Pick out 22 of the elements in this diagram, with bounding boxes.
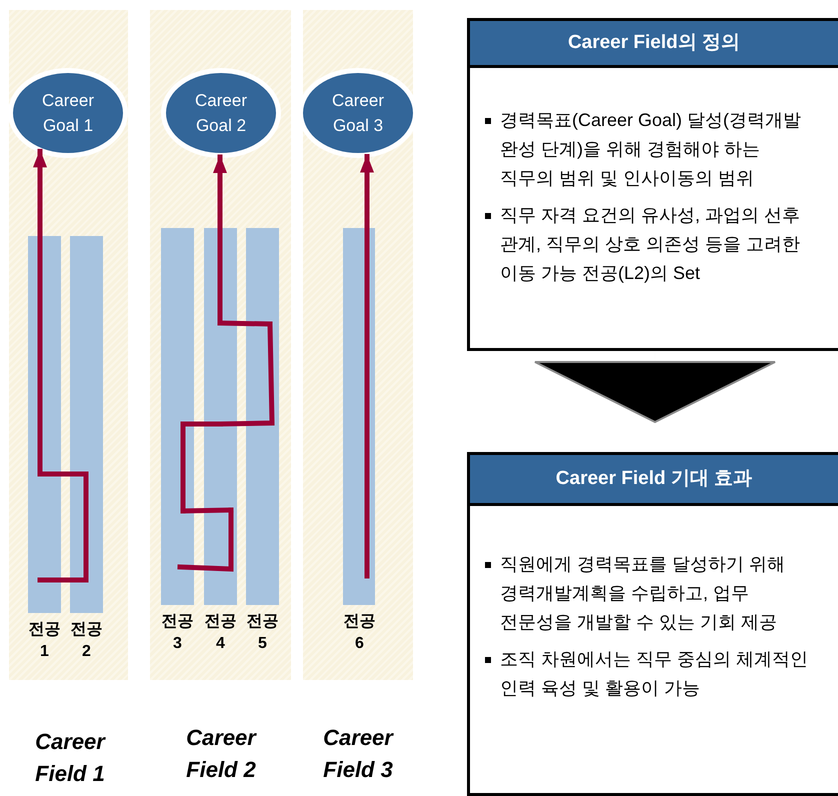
major-label: 전공 4 (204, 612, 238, 654)
major-label: 전공 5 (246, 612, 280, 654)
panel-header: Career Field 기대 효과 (470, 455, 838, 506)
bullet-text: 직무 자격 요건의 유사성, 과업의 선후 관계, 직무의 상호 의존성 등을 고려한 이동 가능 전공(L2)의 Set (482, 201, 810, 288)
goal-ellipse: Career Goal 1 (13, 73, 123, 153)
career-path-arrow (360, 154, 374, 578)
goal-ellipse: Career Goal 2 (166, 73, 276, 153)
field-label: Career Field 1 (34, 728, 107, 788)
bullet-text: 조직 차원에서는 직무 중심의 체계적인 인력 육성 및 활용이 가능 (482, 645, 810, 703)
field-label: Career Field 3 (322, 724, 395, 784)
bullet-text: 경력목표(Career Goal) 달성(경력개발 완성 단계)을 위해 경험해야 하는 직무의 범위 및 인사이동의 범위 (482, 106, 810, 193)
text-panel (467, 452, 838, 796)
major-label: 전공 2 (70, 620, 104, 662)
field-label: Career Field 2 (185, 724, 258, 784)
panel-header: Career Field의 정의 (470, 21, 838, 68)
career-path-arrow (213, 154, 227, 326)
goal-ellipse: Career Goal 3 (303, 73, 413, 153)
text-panel (467, 18, 838, 351)
bullet-text: 직원에게 경력목표를 달성하기 위해 경력개발계획을 수립하고, 업무 전문성을 개발할 수 있는 기회 제공 (482, 550, 810, 637)
major-label: 전공 3 (160, 612, 194, 654)
major-label: 전공 1 (28, 620, 62, 662)
major-label: 전공 6 (342, 612, 376, 654)
